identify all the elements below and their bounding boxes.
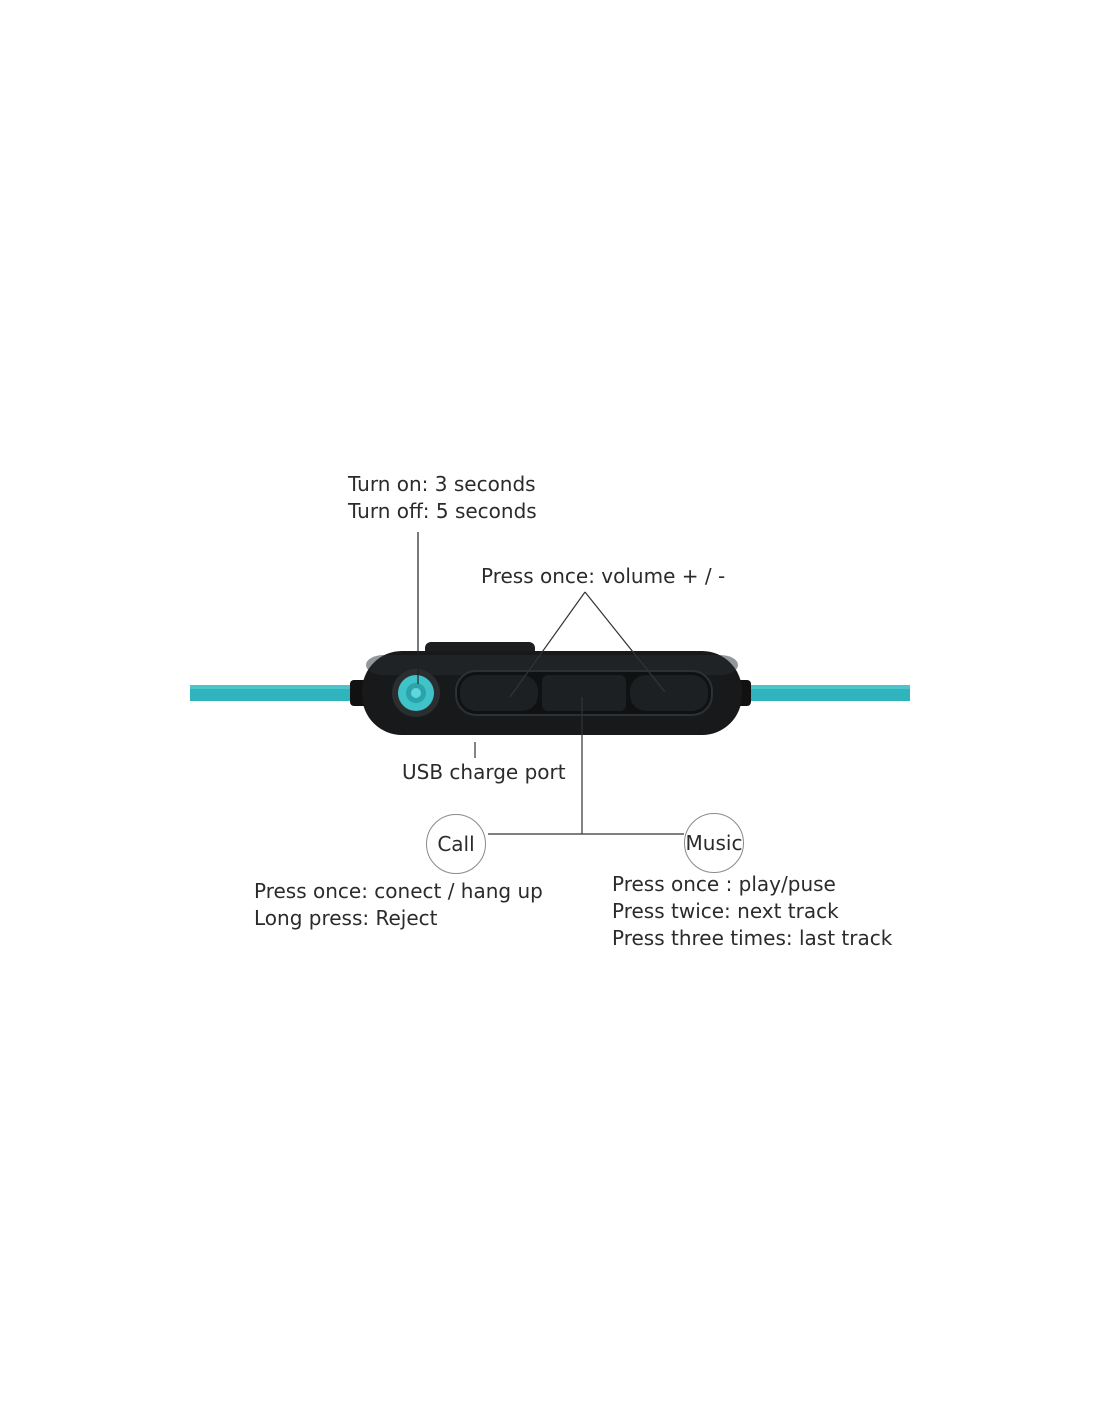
music-press-once-label: Press once : play/puse — [612, 872, 836, 896]
volume-minus-button[interactable] — [630, 675, 708, 711]
volume-plus-leader-line — [509, 591, 586, 698]
music-press-three-label: Press three times: last track — [612, 926, 893, 950]
music-circle: Music — [684, 813, 744, 873]
cable-left — [190, 685, 365, 701]
music-press-twice-label: Press twice: next track — [612, 899, 839, 923]
cable-right — [735, 685, 910, 701]
power-button[interactable] — [392, 669, 440, 717]
call-press-once-label: Press once: conect / hang up — [254, 879, 543, 903]
volume-minus-leader-line — [584, 591, 666, 693]
volume-label: Press once: volume + / - — [481, 564, 726, 588]
power-on-label: Turn on: 3 seconds — [348, 472, 536, 496]
volume-plus-button[interactable] — [460, 675, 538, 711]
power-off-label: Turn off: 5 seconds — [348, 499, 537, 523]
usb-charge-port-label: USB charge port — [402, 760, 566, 784]
call-circle: Call — [426, 814, 486, 874]
multifunction-button[interactable] — [542, 675, 626, 711]
call-long-press-label: Long press: Reject — [254, 906, 438, 930]
